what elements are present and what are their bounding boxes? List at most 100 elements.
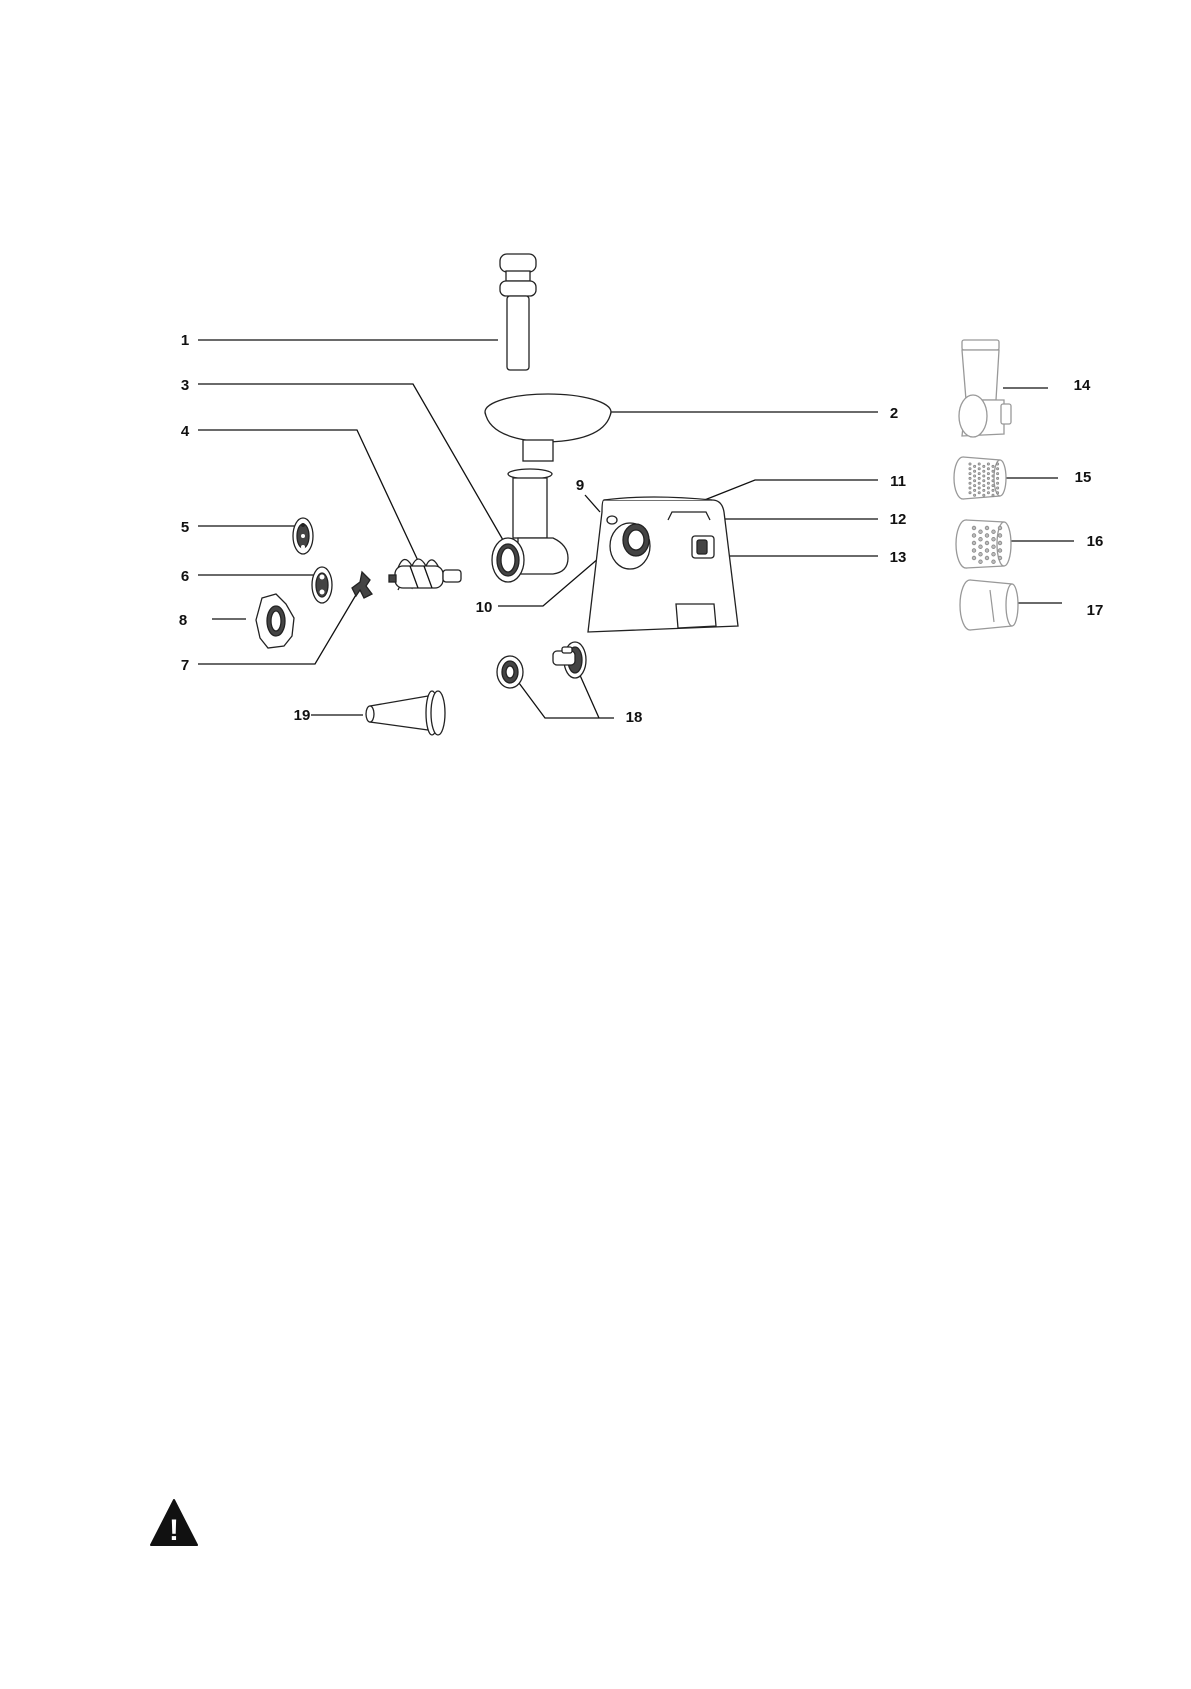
cutting-blade-part xyxy=(352,572,372,598)
grater-hole xyxy=(979,537,983,541)
callout-3: 3 xyxy=(181,377,189,394)
grater-hole xyxy=(979,530,983,534)
callout-12: 12 xyxy=(890,511,907,528)
grater-hole xyxy=(969,482,971,484)
fine-plate-part xyxy=(293,518,313,554)
grater-hole xyxy=(979,552,983,556)
grater-hole xyxy=(992,480,994,482)
callout-7: 7 xyxy=(181,657,189,674)
grater-hole xyxy=(969,477,971,479)
grater-hole xyxy=(997,463,999,465)
grater-hole xyxy=(992,494,994,496)
warning-triangle-icon: ! xyxy=(151,1500,197,1547)
grater-hole xyxy=(985,534,989,538)
grater-hole xyxy=(983,480,985,482)
grater-hole xyxy=(992,489,994,491)
grater-hole xyxy=(972,534,976,538)
grater-hole xyxy=(972,526,976,530)
grater-hole xyxy=(978,487,980,489)
coarse-grater-drum-part xyxy=(956,520,1011,568)
grater-hole xyxy=(985,549,989,553)
callout-10: 10 xyxy=(476,599,493,616)
callout-16: 16 xyxy=(1087,533,1104,550)
grater-hole xyxy=(983,470,985,472)
grater-hole xyxy=(972,541,976,545)
grater-hole xyxy=(998,549,1002,553)
grater-hole xyxy=(987,492,989,494)
grinder-head-part xyxy=(492,469,568,582)
slicing-drum-part xyxy=(960,580,1018,630)
auger-part xyxy=(389,559,461,590)
grater-hole xyxy=(974,494,976,496)
grater-hole xyxy=(978,463,980,465)
grater-hole xyxy=(987,477,989,479)
grater-hole xyxy=(992,552,996,556)
grater-hole xyxy=(985,541,989,545)
callout-9: 9 xyxy=(576,477,584,494)
callout-18: 18 xyxy=(626,709,643,726)
grater-hole xyxy=(987,482,989,484)
grater-hole xyxy=(992,530,996,534)
grater-hole xyxy=(978,477,980,479)
grater-hole xyxy=(997,482,999,484)
callout-11: 11 xyxy=(890,473,906,490)
grater-hole xyxy=(987,463,989,465)
grater-hole xyxy=(987,468,989,470)
grater-hole xyxy=(992,475,994,477)
grater-hole xyxy=(992,537,996,541)
callout-8: 8 xyxy=(179,612,187,629)
warning-symbol: ! xyxy=(169,1514,179,1547)
grater-hole xyxy=(998,541,1002,545)
callout-15: 15 xyxy=(1075,469,1092,486)
grater-hole xyxy=(992,485,994,487)
grater-hole xyxy=(972,549,976,553)
grater-hole xyxy=(983,489,985,491)
grater-hole xyxy=(998,556,1002,560)
callout-2: 2 xyxy=(890,405,898,422)
callout-4: 4 xyxy=(181,423,190,440)
grater-hole xyxy=(969,492,971,494)
sausage-horn-part xyxy=(366,691,445,735)
grater-hole xyxy=(997,487,999,489)
grater-hole xyxy=(979,545,983,549)
grater-hole xyxy=(978,468,980,470)
motor-body-part xyxy=(588,497,738,632)
pusher-part xyxy=(500,254,536,370)
kibbe-attachment-part xyxy=(497,642,586,688)
grater-hole xyxy=(998,534,1002,538)
fine-grater-drum-part xyxy=(954,457,1006,499)
grater-hole xyxy=(992,470,994,472)
grater-hole xyxy=(969,473,971,475)
grater-hole xyxy=(974,480,976,482)
callout-1: 1 xyxy=(181,332,189,349)
grater-hole xyxy=(983,465,985,467)
grater-hole xyxy=(972,556,976,560)
grater-hole xyxy=(985,526,989,530)
grater-hole xyxy=(997,477,999,479)
grater-hole xyxy=(987,473,989,475)
grater-hole xyxy=(978,473,980,475)
grater-hole xyxy=(974,485,976,487)
grater-hole xyxy=(992,545,996,549)
grater-hole xyxy=(974,475,976,477)
ring-nut-part xyxy=(256,594,294,648)
grater-hole xyxy=(983,485,985,487)
grater-hole xyxy=(969,468,971,470)
grater-hole xyxy=(997,492,999,494)
grater-hole xyxy=(974,470,976,472)
grater-hole xyxy=(978,492,980,494)
grater-hole xyxy=(997,473,999,475)
grater-hole xyxy=(985,556,989,560)
grater-hole xyxy=(992,560,996,564)
grater-hole xyxy=(983,475,985,477)
feeding-tray-part xyxy=(485,394,611,461)
callout-6: 6 xyxy=(181,568,189,585)
grater-hole xyxy=(987,487,989,489)
callout-19: 19 xyxy=(294,707,311,724)
grater-hole xyxy=(969,463,971,465)
grater-hole xyxy=(974,489,976,491)
grater-hole xyxy=(992,465,994,467)
callout-5: 5 xyxy=(181,519,189,536)
coarse-plate-part xyxy=(312,567,332,603)
